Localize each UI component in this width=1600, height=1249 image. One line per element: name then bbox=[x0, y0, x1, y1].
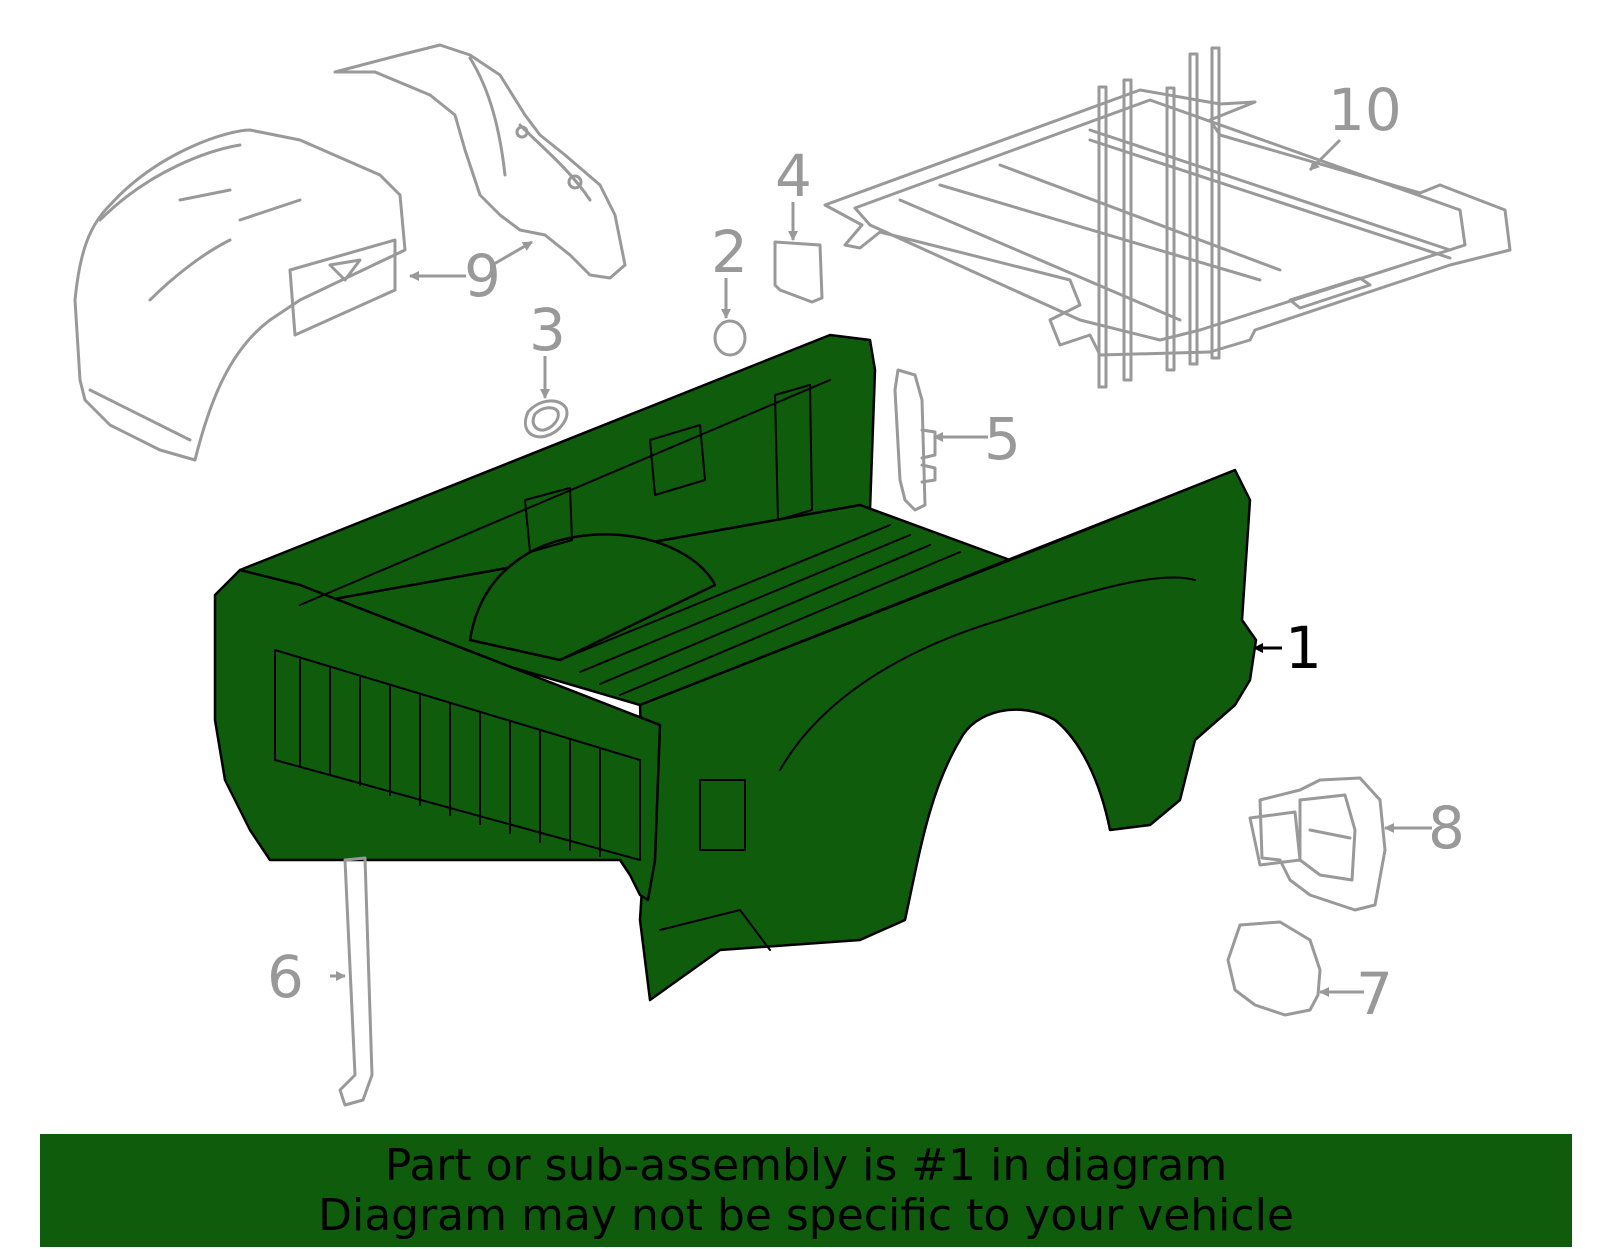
notice-banner: Part or sub-assembly is #1 in diagram Di… bbox=[40, 1134, 1572, 1247]
part-9-wheelhouse-outer bbox=[73, 128, 407, 462]
part-4-pad bbox=[773, 240, 824, 304]
parts-diagram: 9 3 2 4 10 5 bbox=[73, 43, 1512, 1107]
part-7-fuel-door bbox=[1226, 920, 1322, 1017]
callout-7: 7 bbox=[1356, 960, 1393, 1028]
callout-9: 9 bbox=[464, 242, 501, 310]
part-9-wheelhouse-inner bbox=[333, 43, 627, 280]
part-8-bracket bbox=[1248, 776, 1387, 912]
part-1-pickup-box bbox=[213, 333, 1258, 1002]
callout-5: 5 bbox=[984, 405, 1021, 473]
callout-8: 8 bbox=[1428, 794, 1465, 862]
callout-1: 1 bbox=[1285, 614, 1322, 682]
callout-6: 6 bbox=[267, 943, 304, 1011]
callout-10: 10 bbox=[1328, 76, 1402, 144]
banner-line-1: Part or sub-assembly is #1 in diagram bbox=[384, 1139, 1228, 1191]
callout-2: 2 bbox=[711, 218, 748, 286]
part-6-corner-seal bbox=[338, 856, 374, 1107]
part-3-grommet bbox=[523, 399, 569, 439]
callout-3: 3 bbox=[529, 296, 566, 364]
callout-4: 4 bbox=[775, 142, 812, 210]
part-10-floor-assembly bbox=[823, 46, 1512, 389]
part-2-plug bbox=[713, 319, 747, 357]
part-5-side-insert bbox=[893, 368, 937, 512]
banner-line-2: Diagram may not be specific to your vehi… bbox=[318, 1189, 1294, 1241]
